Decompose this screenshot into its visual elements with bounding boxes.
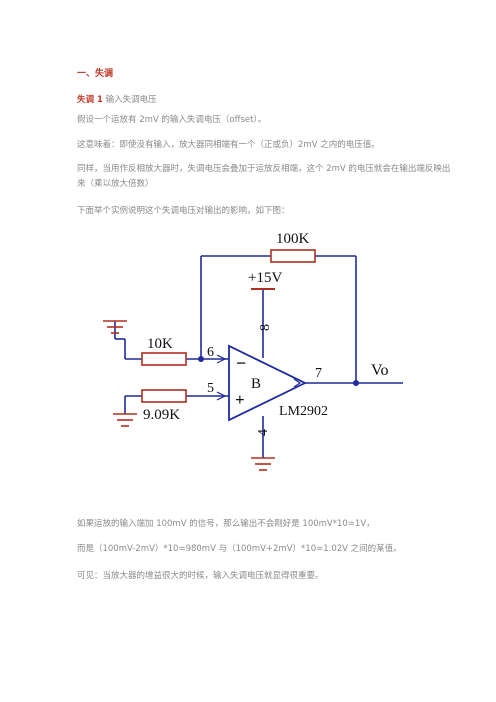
paragraph-example-intro: 下面举个实例说明这个失调电压对输出的影响，如下图：	[77, 206, 290, 216]
bias-resistor-label: 9.09K	[143, 407, 180, 423]
ground-symbol-supply	[251, 457, 275, 471]
junction-dot-output	[353, 380, 359, 386]
section-heading: 一、失调	[77, 69, 114, 79]
pin-gnd-label: 4	[256, 429, 271, 436]
paragraph-offset-intro: 假设一个运放有 2mV 的输入失调电压（offset）。	[77, 115, 267, 125]
pin-output-label: 7	[315, 366, 322, 381]
subsection-title: 失调 1 输入失调电压	[77, 93, 157, 105]
junction-dot-input	[198, 356, 204, 362]
ground-symbol-input	[103, 320, 127, 340]
ground-symbol-bias	[113, 413, 137, 427]
pin-inverting-label: 6	[207, 345, 214, 360]
opamp-unit-label: B	[251, 376, 261, 392]
paragraph-conclusion: 可见：当放大器的增益很大的时候，输入失调电压就显得很重要。	[77, 571, 324, 581]
feedback-resistor-label: 100K	[276, 231, 310, 247]
subsection-tag: 失调 1	[77, 95, 103, 105]
subsection-text: 输入失调电压	[105, 95, 157, 105]
paragraph-inverting-line2: 来（乘以放大倍数）	[77, 179, 154, 189]
minus-sign: −	[236, 353, 246, 373]
paragraph-inverting-line1: 同样，当用作反相放大器时，失调电压会叠加于运放反相端，这个 2mV 的电压就会在…	[77, 164, 451, 174]
input-resistor-symbol	[141, 352, 187, 366]
bias-resistor-symbol	[141, 389, 187, 403]
plus-sign: +	[235, 390, 245, 409]
pin-vcc-label: 8	[258, 324, 273, 331]
paragraph-example-result: 如果运放的输入端加 100mV 的信号，那么输出不会刚好是 100mV*10=1…	[77, 519, 375, 529]
supply-voltage-label: +15V	[248, 270, 282, 286]
op-amp-triangle	[228, 344, 308, 422]
pin-noninverting-label: 5	[207, 381, 214, 396]
input-resistor-label: 10K	[147, 336, 173, 352]
part-number-label: LM2902	[279, 404, 328, 419]
paragraph-actual-range: 而是（100mV-2mV）*10=980mV 与（100mV+2mV）*10=1…	[77, 544, 402, 554]
paragraph-meaning: 这意味着：即使没有输入，放大器同相端有一个（正或负）2mV 之内的电压值。	[77, 140, 380, 150]
op-amp-schematic: 100K +15V 8 10K 6 − B 5 + 7 Vo 9.09K LM2…	[103, 231, 403, 471]
feedback-resistor-symbol	[270, 249, 316, 263]
output-label: Vo	[371, 362, 389, 379]
